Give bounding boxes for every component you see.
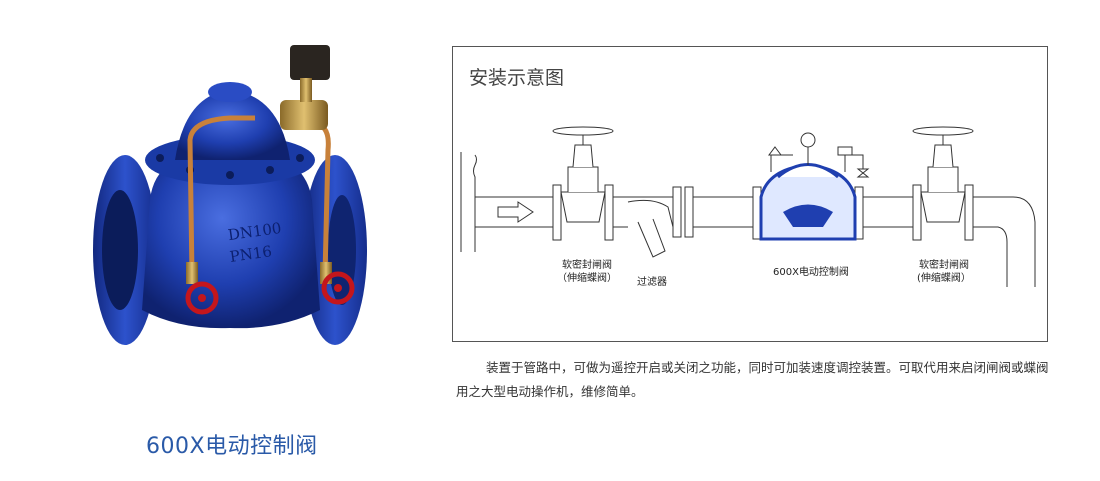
control-valve-label: 600X电动控制阀 bbox=[773, 267, 849, 278]
valve-product-image: DN100 PN16 bbox=[93, 45, 367, 345]
flow-arrow-icon bbox=[497, 201, 534, 223]
right-needle-valve-handwheel-icon bbox=[320, 262, 355, 305]
strainer-label: 过滤器 bbox=[637, 277, 667, 288]
left-gate-valve-icon bbox=[552, 126, 614, 241]
left-needle-valve-handwheel-icon bbox=[185, 262, 219, 315]
product-caption: 600X电动控制阀 bbox=[146, 434, 318, 459]
body-marking-pn: PN16 bbox=[229, 242, 273, 266]
installation-diagram: 安装示意图 bbox=[452, 46, 1048, 342]
strainer-icon bbox=[627, 186, 694, 258]
product-description: 装置于管路中，可做为遥控开启或关闭之功能，同时可加装速度调控装置。可取代用来启闭… bbox=[456, 360, 1049, 399]
left-gate-valve-label: 软密封闸阀 （伸缩蝶阀） bbox=[557, 260, 617, 284]
right-gate-valve-label: 软密封闸阀 (伸缩蝶阀） bbox=[917, 260, 971, 284]
pipeline-schematic bbox=[460, 126, 1036, 287]
control-valve-icon bbox=[752, 132, 870, 241]
right-gate-valve-icon bbox=[912, 126, 974, 241]
diagram-title: 安装示意图 bbox=[469, 67, 565, 89]
